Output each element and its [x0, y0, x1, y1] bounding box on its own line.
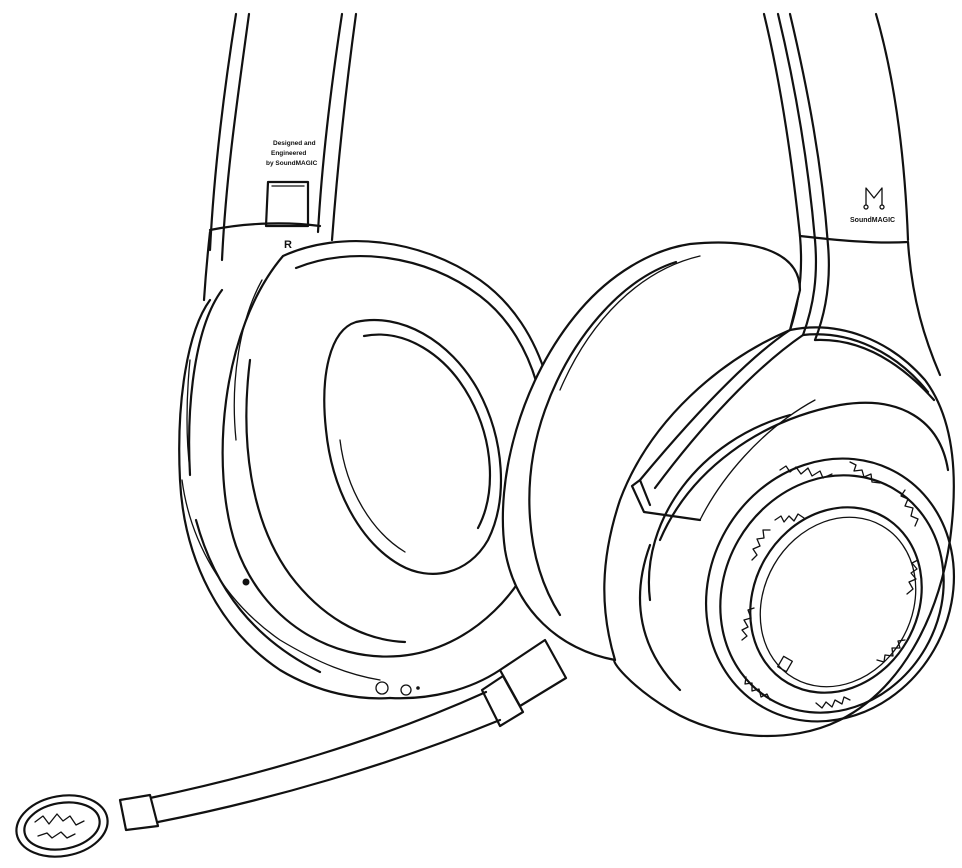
button-icon: [375, 681, 389, 695]
left-ear-cushion: [221, 240, 558, 658]
print-line-1: Designed and: [273, 140, 316, 147]
right-side-label: R: [284, 239, 292, 251]
cup-decor-plate: [704, 457, 956, 723]
headband: [202, 12, 942, 377]
print-line-3: by SoundMAGIC: [266, 160, 318, 167]
port-icon: [400, 684, 412, 696]
left-ear-cup: [178, 288, 502, 700]
print-line-2: Engineered: [271, 150, 306, 157]
mic-hole-icon: [242, 578, 250, 586]
right-ear-cup: [501, 241, 955, 738]
boom-microphone: [15, 638, 568, 858]
left-headband-print: Designed and Engineered by SoundMAGIC R: [264, 140, 318, 251]
brand-logo: SoundMAGIC: [850, 187, 895, 224]
brand-name: SoundMAGIC: [850, 217, 895, 224]
